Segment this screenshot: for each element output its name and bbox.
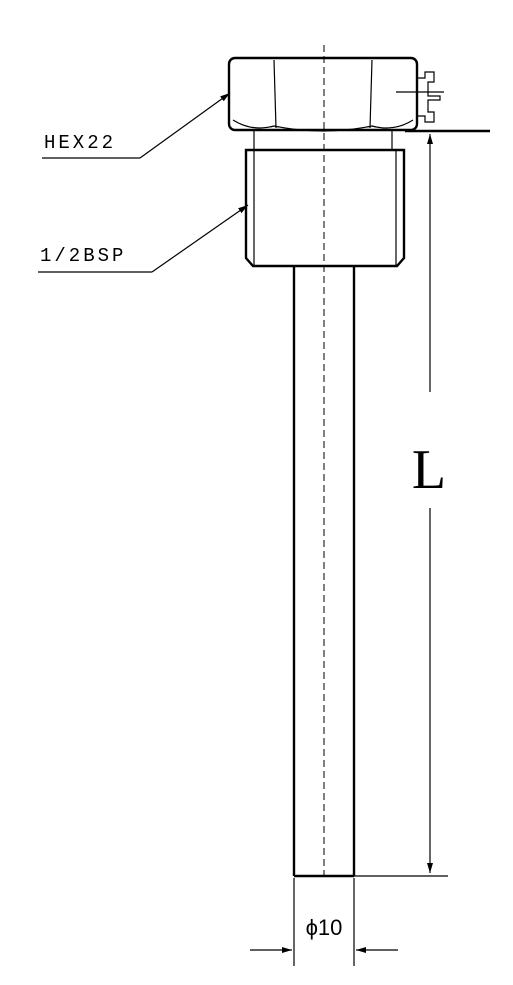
- hex-side-feature: [417, 71, 441, 123]
- hex-head: [227, 56, 444, 132]
- thread-section: [244, 148, 406, 268]
- hex-facet-line-left: [273, 59, 277, 129]
- diameter-label: ϕ10: [306, 915, 343, 940]
- thread-leader-line: [151, 204, 249, 273]
- thread-outline: [244, 148, 406, 268]
- length-label: L: [412, 439, 446, 501]
- hex-facet-line-right: [369, 59, 373, 129]
- hex-chamfer-curve: [232, 119, 414, 132]
- hex-leader-line: [139, 92, 231, 159]
- thread-label: 1/2BSP: [40, 245, 126, 267]
- hex-label: HEX22: [44, 132, 116, 154]
- hex-head-outline: [227, 56, 419, 132]
